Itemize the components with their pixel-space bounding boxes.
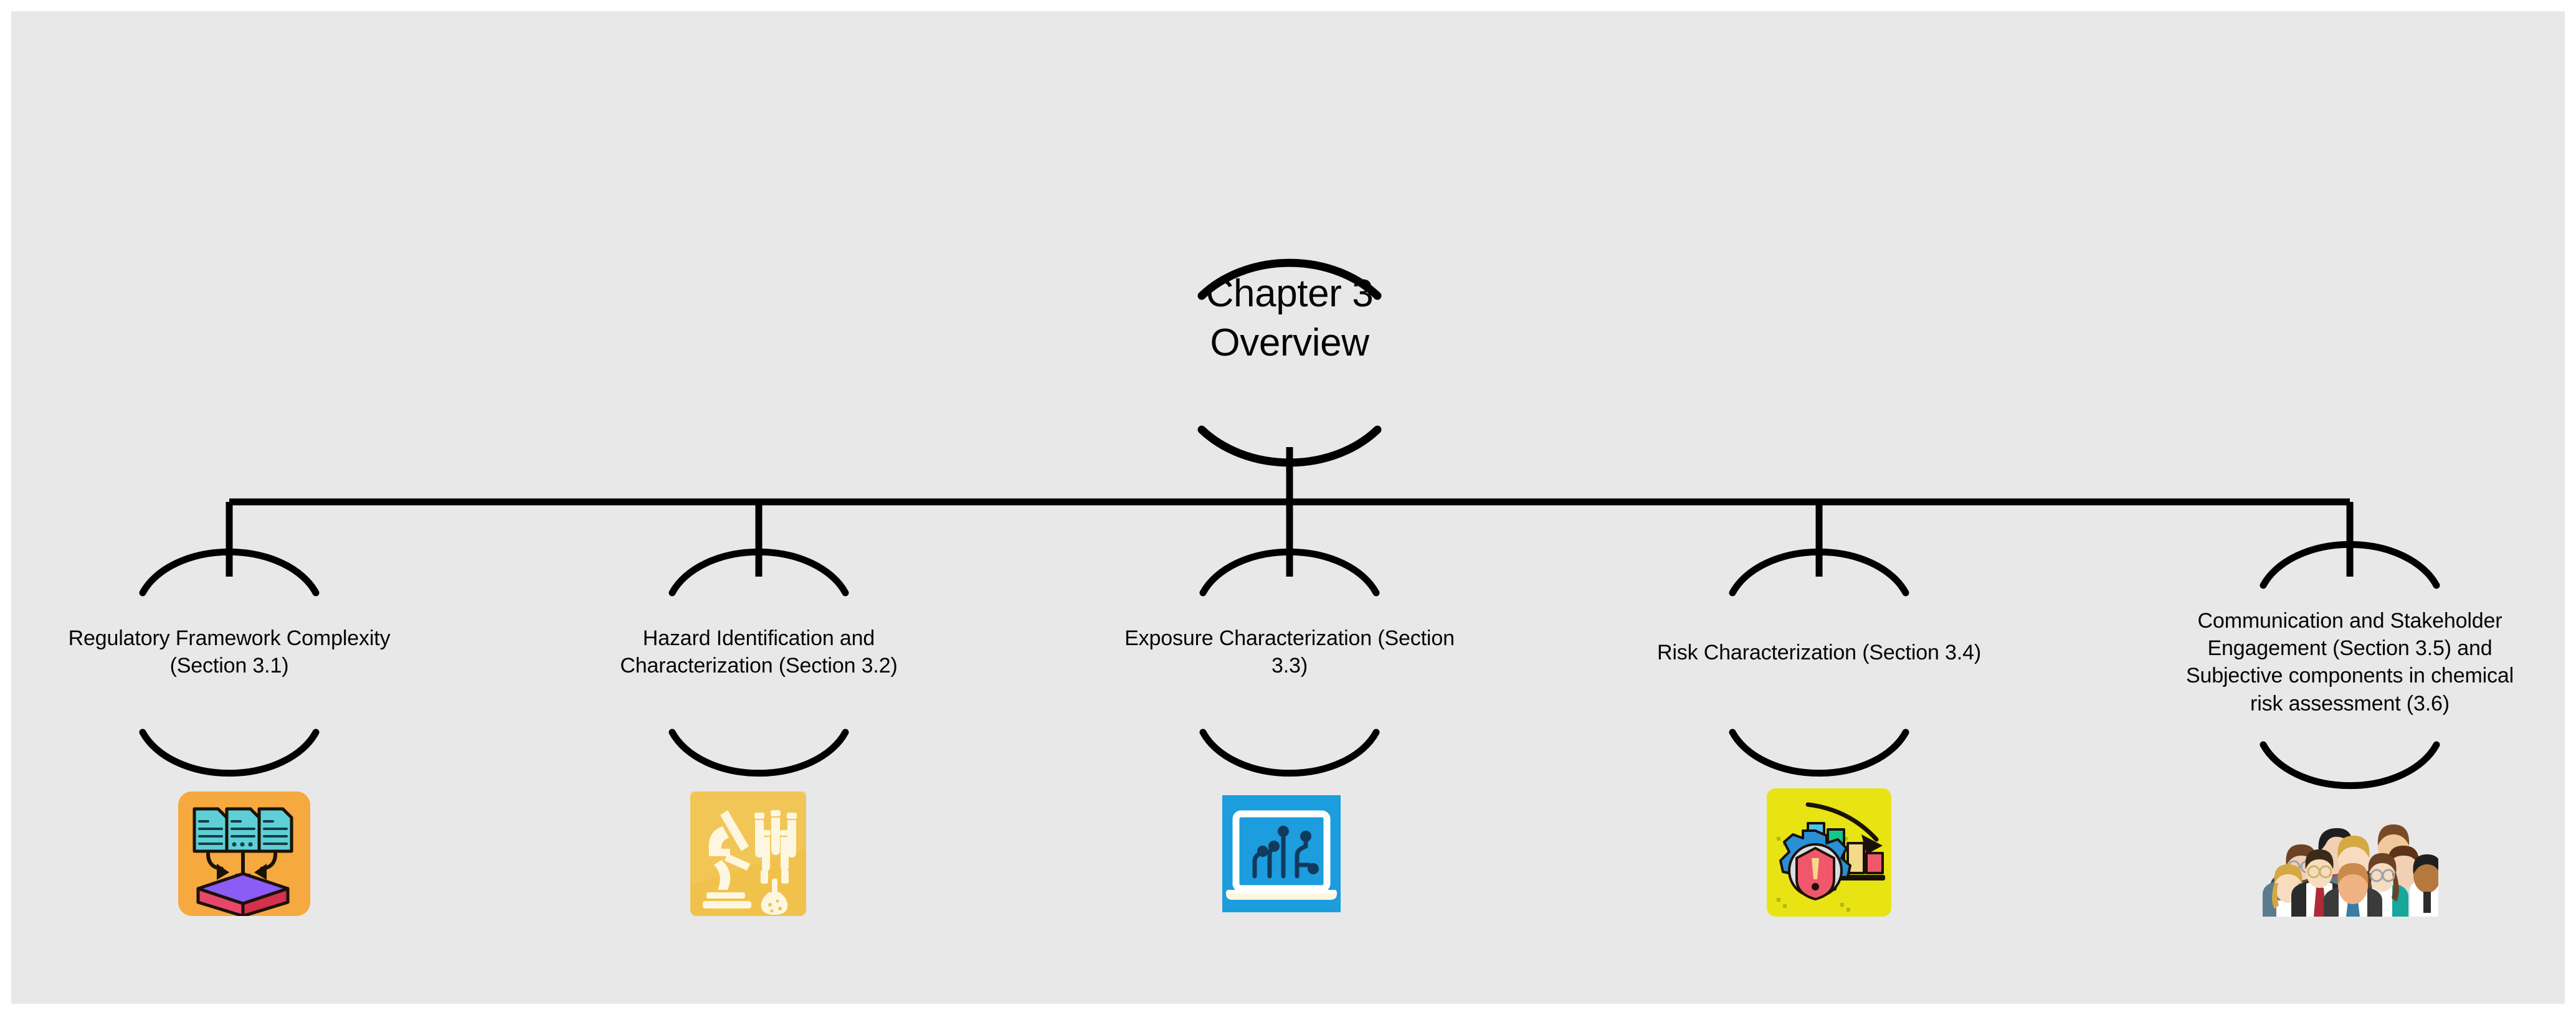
risk-gear-chart-icon [1767,788,1891,917]
branch-5-label: Communication and Stakeholder Engagement… [2185,609,2514,715]
branch-3-label: Exposure Characterization (Section 3.3) [1124,626,1455,678]
branch-5-icon-tile [2263,787,2438,917]
branch-4-icon-tile [1767,788,1891,917]
root-node-label: Chapter 3 Overview [1205,272,1374,365]
branch-2-icon-tile [690,791,806,916]
branch-3-icon-tile [1222,795,1341,912]
documents-to-platform-icon [178,791,310,916]
branch-2-label: Hazard Identification and Characterizati… [620,626,898,678]
stakeholder-people-group-icon [2263,824,2438,917]
branch-1-icon-tile [176,791,310,916]
branch-1-label: Regulatory Framework Complexity (Section… [68,626,391,678]
branch-4-label: Risk Characterization (Section 3.4) [1656,641,1982,664]
laptop-circuit-icon [1222,795,1341,912]
microscope-lab-icon [690,791,806,916]
